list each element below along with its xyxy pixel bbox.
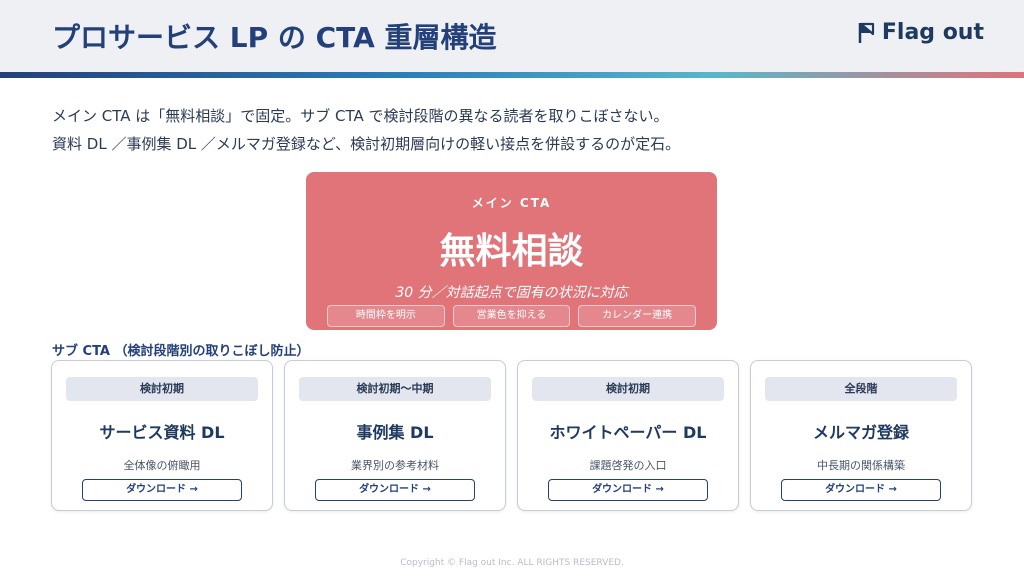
sub-cta-card-case-studies: 検討初期〜中期 事例集 DL 業界別の参考材料 ダウンロード →	[284, 360, 506, 511]
card-description: 全体像の俯瞰用	[123, 459, 201, 472]
main-cta-title: 無料相談	[439, 231, 584, 272]
download-button[interactable]: ダウンロード →	[548, 479, 708, 501]
sub-cta-cards: 検討初期 サービス資料 DL 全体像の俯瞰用 ダウンロード → 検討初期〜中期 …	[51, 360, 973, 511]
stage-badge: 検討初期	[532, 377, 724, 401]
main-cta-subtitle: 30 分／対話起点で固有の状況に対応	[395, 285, 628, 301]
copyright-footer: Copyright © Flag out Inc. ALL RIGHTS RES…	[400, 558, 624, 568]
description-line-1: メイン CTA は「無料相談」で固定。サブ CTA で検討段階の異なる読者を取り…	[52, 107, 669, 125]
sub-cta-card-service-doc: 検討初期 サービス資料 DL 全体像の俯瞰用 ダウンロード →	[51, 360, 273, 511]
card-title: メルマガ登録	[812, 423, 909, 442]
stage-badge: 全段階	[765, 377, 957, 401]
card-title: ホワイトペーパー DL	[549, 423, 707, 442]
main-cta-card[interactable]: メイン CTA 無料相談 30 分／対話起点で固有の状況に対応 時間枠を明示 営…	[306, 172, 717, 330]
card-description: 中長期の関係構築	[817, 459, 905, 472]
sub-cta-card-whitepaper: 検討初期 ホワイトペーパー DL 課題啓発の入口 ダウンロード →	[517, 360, 739, 511]
main-cta-label: メイン CTA	[471, 196, 552, 210]
header-gradient-divider	[0, 72, 1024, 78]
sub-cta-heading: サブ CTA （検討段階別の取りこぼし防止）	[52, 344, 310, 359]
main-cta-tags: 時間枠を明示 営業色を抑える カレンダー連携	[327, 305, 697, 327]
sub-cta-card-newsletter: 全段階 メルマガ登録 中長期の関係構築 ダウンロード →	[750, 360, 972, 511]
main-cta-tag: 時間枠を明示	[327, 305, 445, 327]
download-button[interactable]: ダウンロード →	[82, 479, 242, 501]
description: メイン CTA は「無料相談」で固定。サブ CTA で検討段階の異なる読者を取り…	[52, 102, 992, 158]
stage-badge: 検討初期〜中期	[299, 377, 491, 401]
stage-badge: 検討初期	[66, 377, 258, 401]
card-title: サービス資料 DL	[99, 423, 225, 442]
main-cta-tag: カレンダー連携	[578, 305, 697, 327]
main-cta-tag: 営業色を抑える	[452, 305, 571, 327]
description-line-2: 資料 DL ／事例集 DL ／メルマガ登録など、検討初期層向けの軽い接点を併設す…	[52, 135, 681, 153]
card-description: 課題啓発の入口	[589, 459, 667, 472]
logo-text: Flag out	[881, 20, 984, 45]
brand-logo: Flag out	[858, 20, 984, 45]
page-title: プロサービス LP の CTA 重層構造	[52, 21, 497, 54]
card-title: 事例集 DL	[356, 423, 434, 442]
flag-icon	[858, 22, 874, 43]
header-bar: プロサービス LP の CTA 重層構造 Flag out	[0, 0, 1024, 72]
download-button[interactable]: ダウンロード →	[315, 479, 475, 501]
card-description: 業界別の参考材料	[351, 459, 439, 472]
download-button[interactable]: ダウンロード →	[781, 479, 941, 501]
